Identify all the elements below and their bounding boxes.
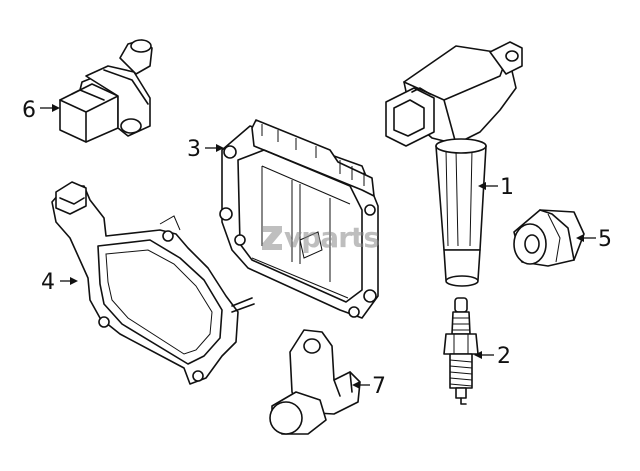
- engine-control-module: [219, 119, 379, 319]
- callout-4-label: 4: [41, 270, 55, 295]
- callout-6: 6: [22, 98, 60, 123]
- callout-2-label: 2: [497, 344, 511, 369]
- callout-5: 5: [576, 227, 612, 252]
- callout-6-label: 6: [22, 98, 36, 123]
- spark-plug: [443, 297, 479, 405]
- camshaft-position-sensor: [269, 329, 361, 435]
- callout-4: 4: [41, 270, 78, 295]
- callout-1: 1: [478, 175, 514, 200]
- ignition-coil: [385, 41, 523, 287]
- knock-sensor: [513, 209, 585, 267]
- watermark: vparts: [262, 221, 380, 254]
- callout-7: 7: [352, 374, 386, 399]
- watermark-text: vparts: [284, 221, 379, 254]
- crankshaft-position-sensor: [59, 39, 153, 143]
- callout-5-label: 5: [598, 227, 612, 252]
- callout-3-label: 3: [187, 137, 201, 162]
- callout-7-label: 7: [372, 374, 386, 399]
- callout-3: 3: [187, 137, 224, 162]
- callout-1-label: 1: [500, 175, 514, 200]
- callout-2: 2: [474, 344, 511, 369]
- ecm-mounting-bracket: [51, 181, 255, 385]
